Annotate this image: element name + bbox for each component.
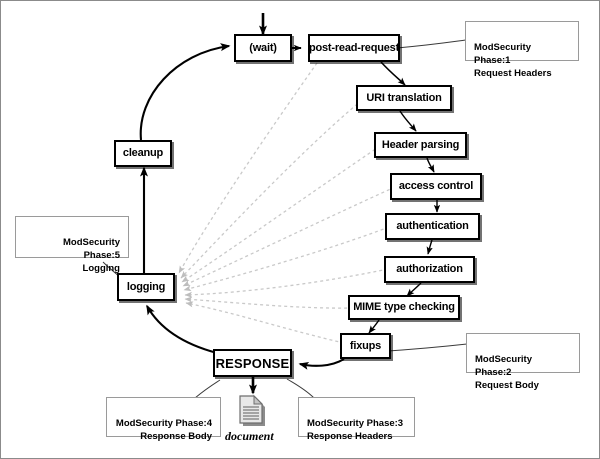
- dashed-edge-authorization-to-logging: [184, 268, 389, 298]
- document-label: document: [225, 429, 274, 444]
- note-modsecurity-phase-4: ModSecurity Phase:4 Response Body: [106, 397, 221, 442]
- dashed-edge-post-read-request-to-logging: [178, 62, 318, 274]
- note-phase-4-text: ModSecurity Phase:4 Response Body: [115, 418, 212, 442]
- edge-mime-type-checking-to-fixups: [368, 319, 380, 334]
- node-authorization-label: authorization: [396, 263, 463, 275]
- node-wait-label: (wait): [249, 41, 277, 54]
- node-cleanup-label: cleanup: [122, 147, 164, 159]
- note-modsecurity-phase-1: ModSecurity Phase:1 Request Headers: [465, 21, 579, 79]
- note-phase-5-text: ModSecurity Phase:5 Logging: [62, 237, 120, 274]
- node-post-read-request-label: post-read-request: [308, 41, 400, 54]
- node-response-label: RESPONSE: [215, 355, 290, 371]
- note-modsecurity-phase-2: ModSecurity Phase:2 Request Body: [466, 333, 580, 391]
- note-modsecurity-phase-3: ModSecurity Phase:3 Response Headers: [298, 397, 415, 442]
- node-header-parsing[interactable]: Header parsing: [374, 132, 467, 158]
- leader-phase1: [396, 39, 467, 49]
- edge-authentication-to-authorization: [426, 239, 433, 255]
- node-response[interactable]: RESPONSE: [213, 349, 292, 377]
- node-fixups-label: fixups: [349, 339, 382, 352]
- note-phase-3-text: ModSecurity Phase:3 Response Headers: [307, 418, 404, 442]
- node-uri-translation-label: URI translation: [366, 91, 442, 104]
- node-authentication-label: authentication: [396, 220, 469, 232]
- node-wait[interactable]: (wait): [234, 34, 292, 62]
- edge-fixups-to-response: [298, 358, 345, 370]
- document-icon-svg: [239, 394, 265, 426]
- edge-post-read-request-to-uri-translation: [380, 61, 406, 86]
- dashed-edge-authentication-to-logging: [183, 226, 390, 292]
- dashed-edge-mime-type-checking-to-logging: [184, 296, 354, 309]
- node-post-read-request[interactable]: post-read-request: [308, 34, 400, 62]
- node-uri-translation[interactable]: URI translation: [356, 85, 452, 111]
- node-access-control[interactable]: access control: [390, 173, 482, 200]
- node-logging-label: logging: [126, 280, 166, 293]
- note-phase-2-text: ModSecurity Phase:2 Request Body: [475, 354, 539, 391]
- node-fixups[interactable]: fixups: [340, 333, 391, 359]
- node-mime-type-checking[interactable]: MIME type checking: [348, 295, 460, 320]
- node-cleanup[interactable]: cleanup: [114, 140, 172, 167]
- leader-phase3: [286, 378, 315, 399]
- edge-header-parsing-to-access-control: [426, 157, 435, 173]
- note-modsecurity-phase-5: ModSecurity Phase:5 Logging: [15, 216, 129, 274]
- node-logging[interactable]: logging: [117, 273, 175, 301]
- dashed-edge-fixups-to-logging: [185, 301, 345, 344]
- document-icon: [237, 394, 271, 430]
- dashed-edge-uri-translation-to-logging: [180, 99, 363, 279]
- note-phase-1-text: ModSecurity Phase:1 Request Headers: [474, 42, 552, 79]
- node-authentication[interactable]: authentication: [385, 213, 480, 240]
- document-label-text: document: [225, 429, 274, 443]
- node-authorization[interactable]: authorization: [384, 256, 475, 283]
- dashed-edge-access-control-to-logging: [182, 186, 396, 287]
- edge-response-to-logging: [146, 304, 218, 355]
- node-access-control-label: access control: [398, 180, 474, 192]
- dashed-edge-header-parsing-to-logging: [181, 145, 381, 283]
- edge-cleanup-to-wait: [139, 43, 231, 141]
- edge-uri-translation-to-header-parsing: [399, 110, 417, 132]
- leader-phase4: [194, 379, 221, 399]
- node-mime-type-checking-label: MIME type checking: [353, 301, 455, 313]
- node-header-parsing-label: Header parsing: [381, 138, 460, 151]
